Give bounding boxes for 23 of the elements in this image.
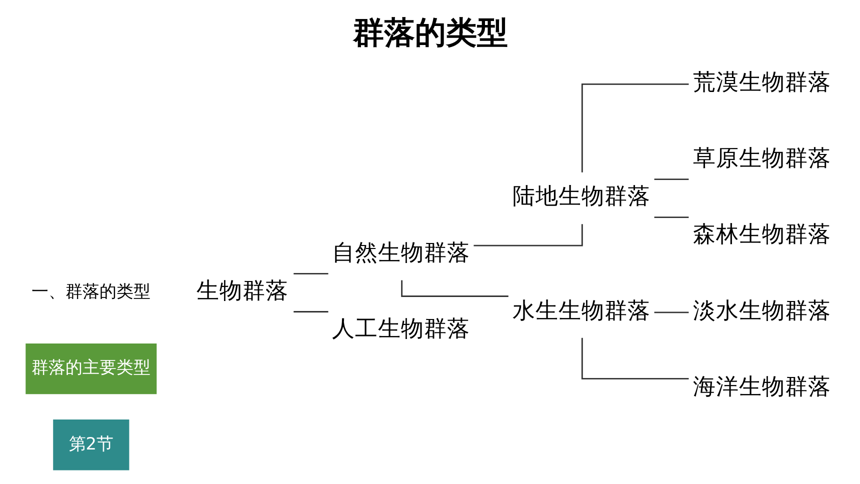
connector xyxy=(654,312,689,314)
node-text: 水生生物群落 xyxy=(512,298,650,324)
diagram-title: 群落的类型 xyxy=(353,14,508,51)
node-text: 陆地生物群落 xyxy=(512,184,650,210)
node-text: 森林生物群落 xyxy=(692,222,831,248)
connector xyxy=(581,84,689,172)
label: 群落的主要类型 xyxy=(32,357,151,378)
node-text: 荒漠生物群落 xyxy=(692,70,831,96)
node-text: 淡水生物群落 xyxy=(692,298,831,324)
node-text: 自然生物群落 xyxy=(332,240,470,266)
node-text: 草原生物群落 xyxy=(692,146,831,172)
connector xyxy=(581,338,689,380)
label: 一、群落的类型 xyxy=(32,281,151,302)
label: 第2节 xyxy=(68,433,114,454)
connector xyxy=(474,224,583,246)
connector xyxy=(294,273,328,274)
connector xyxy=(294,311,328,312)
node-text: 人工生物群落 xyxy=(332,316,470,342)
connector xyxy=(654,178,689,180)
node-text: 海洋生物群落 xyxy=(692,374,831,400)
connector xyxy=(654,216,689,218)
node-text: 生物群落 xyxy=(196,278,289,304)
connector xyxy=(401,280,508,297)
